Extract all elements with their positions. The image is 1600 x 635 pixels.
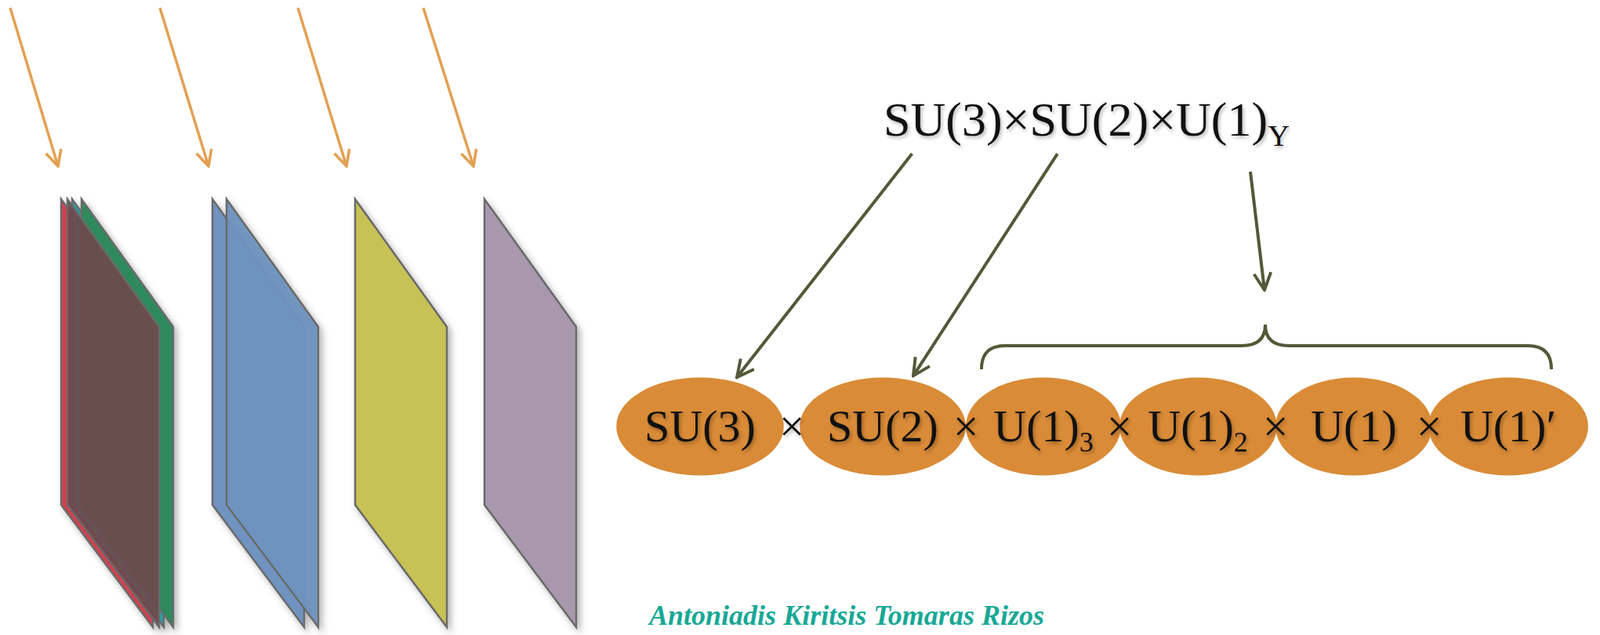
group-label: U(1)3	[993, 401, 1094, 452]
group-label: U(1)′	[1460, 401, 1557, 452]
brane-stacks	[61, 199, 577, 628]
times-sign: ×	[1262, 401, 1289, 452]
orange-arrow	[297, 7, 347, 167]
times-sign: ×	[779, 401, 806, 452]
ellipse-shape	[1119, 377, 1278, 476]
group-label: SU(3)	[644, 401, 756, 452]
times-sign: ×	[1106, 401, 1133, 452]
gauge-group-text: SU(3)×SU(2)×U(1)Y	[878, 89, 1295, 149]
group-label: U(1)2	[1147, 401, 1249, 452]
brane-plane	[355, 199, 447, 628]
incident-arrows	[10, 7, 474, 167]
ellipse-shape	[799, 377, 966, 476]
group-label: SU(2)	[827, 401, 939, 452]
brane-plane	[484, 199, 577, 628]
ellipse-shape	[965, 377, 1122, 476]
gauge-ellipse: U(1)2	[1117, 375, 1279, 478]
times-sign: ×	[1416, 401, 1443, 452]
mapping-arrow	[736, 153, 912, 378]
group-label: SU(3)×SU(2)×U(1)Y	[883, 92, 1290, 146]
times-sign: ×	[953, 401, 980, 452]
orange-arrow	[10, 7, 59, 167]
gauge-ellipse: SU(2)	[798, 375, 968, 478]
gauge-ellipse: U(1)	[1273, 375, 1434, 478]
ellipse-shape	[1275, 377, 1433, 476]
hypercharge-arrow	[1250, 171, 1265, 291]
brane-plane	[226, 199, 319, 628]
gauge-ellipse: SU(3)	[614, 375, 786, 478]
gauge-ellipse: U(1)′	[1426, 375, 1590, 478]
orange-arrow	[159, 7, 209, 167]
ellipse-shape	[1428, 377, 1589, 476]
brane-plane	[67, 199, 160, 628]
author-credit: Antoniadis Kiritsis Tomaras Rizos	[649, 600, 1045, 632]
gauge-ellipse: U(1)3	[964, 375, 1123, 478]
mapping-arrow	[913, 153, 1058, 376]
curly-brace	[981, 324, 1552, 370]
ellipse-shape	[616, 377, 784, 476]
group-label: U(1)	[1310, 401, 1397, 452]
orange-arrow	[423, 7, 474, 167]
